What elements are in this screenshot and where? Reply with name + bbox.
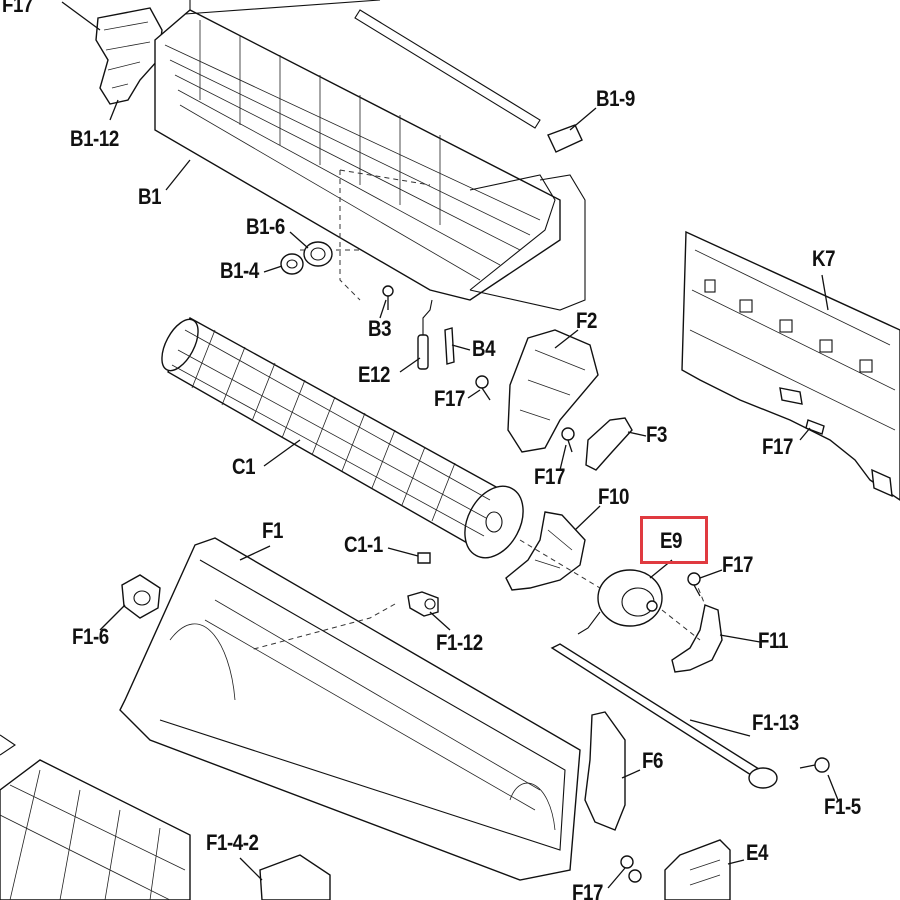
- f1-13-louver-shaft: [550, 643, 778, 789]
- e12-sensor: [417, 299, 433, 370]
- f1-12-part: [407, 591, 439, 617]
- f17-screws: [475, 375, 701, 883]
- f1-5-screw: [799, 757, 830, 773]
- f3-bracket: [585, 417, 633, 471]
- label-f1-6: F1-6: [72, 624, 109, 649]
- label-f3: F3: [646, 422, 667, 447]
- f1-4-2-part: [259, 854, 331, 900]
- label-f10: F10: [598, 484, 629, 509]
- f2-housing: [507, 329, 599, 453]
- f10-motor-bracket: [505, 511, 586, 591]
- label-b1-12: B1-12: [70, 126, 119, 151]
- label-b3: B3: [368, 316, 392, 341]
- f17-screw-k7: [805, 419, 825, 435]
- label-e9: E9: [660, 528, 683, 553]
- b3-screw: [382, 285, 394, 310]
- e9-fan-motor: [577, 569, 663, 635]
- b1-evaporator-coil: [154, 0, 586, 311]
- b4-clip: [444, 327, 455, 365]
- label-e12: E12: [358, 362, 391, 387]
- label-f11: F11: [758, 628, 788, 653]
- b1-9-rail: [354, 9, 583, 153]
- f1-front-panel: [119, 537, 581, 881]
- label-f1-5: F1-5: [824, 794, 861, 819]
- leader-lines: [61, 1, 839, 889]
- label-f1-13: F1-13: [752, 710, 799, 735]
- c1-1-screw: [417, 552, 431, 564]
- label-f1: F1: [262, 518, 283, 543]
- label-f17-b: F17: [534, 464, 565, 489]
- label-f1-4-2: F1-4-2: [206, 830, 259, 855]
- label-e4: E4: [746, 840, 769, 865]
- label-b4: B4: [472, 336, 496, 361]
- label-f17-e9: F17: [722, 552, 753, 577]
- e4-box: [664, 839, 731, 900]
- k7-mounting-plate: [681, 230, 900, 501]
- b1-12-bracket: [95, 7, 163, 105]
- label-f17-k7: F17: [762, 434, 793, 459]
- label-f2: F2: [576, 308, 597, 333]
- label-f6: F6: [642, 748, 663, 773]
- label-k7: K7: [812, 246, 836, 271]
- label-f1-12: F1-12: [436, 630, 483, 655]
- f11-bracket: [671, 604, 723, 673]
- b1-6-b1-4-fittings: [280, 241, 333, 275]
- label-c1: C1: [232, 454, 256, 479]
- air-filter: [0, 734, 191, 900]
- label-b1-4: B1-4: [220, 258, 259, 283]
- label-f17-bottom: F17: [572, 880, 603, 900]
- label-b1-9: B1-9: [596, 86, 635, 111]
- e9-highlight-box: [640, 516, 708, 564]
- label-b1: B1: [138, 184, 162, 209]
- label-b1-6: B1-6: [246, 214, 285, 239]
- f6-part: [584, 711, 626, 831]
- label-c1-1: C1-1: [344, 532, 383, 557]
- label-f17-top: F17: [2, 0, 33, 17]
- f1-6-part: [121, 574, 161, 619]
- label-f17-a: F17: [434, 386, 465, 411]
- c1-crossflow-fan: [161, 317, 524, 559]
